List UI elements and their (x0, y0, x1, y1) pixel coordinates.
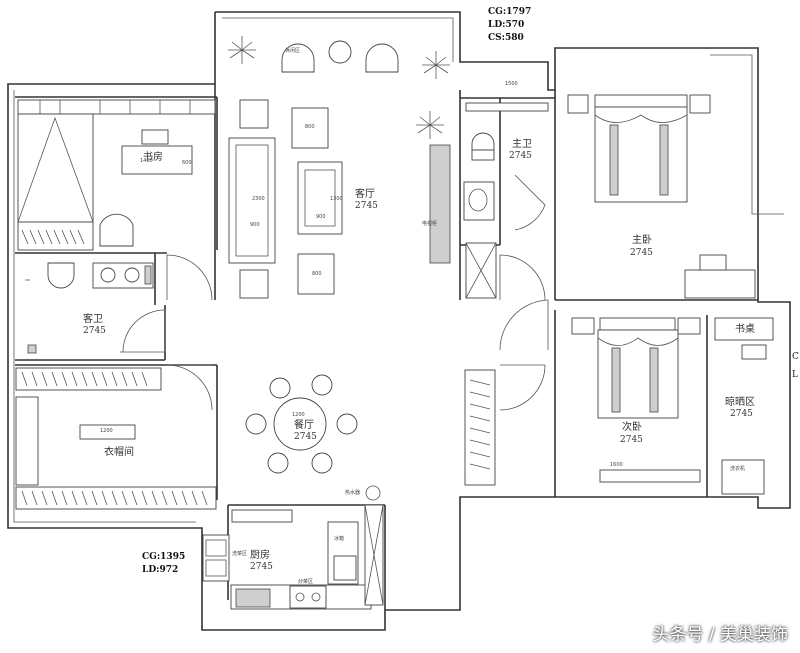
living-height: 2745 (355, 201, 378, 211)
watermark: 头条号 / 美巢装饰 (652, 625, 788, 645)
note-cs: CS:580 (488, 33, 524, 43)
guest-bath-height: 2745 (83, 326, 106, 336)
guest-bath-label: 客卫 (83, 312, 103, 325)
outer-walls (7, 11, 791, 631)
master-bed-height: 2745 (630, 248, 653, 258)
svg-text:1200: 1200 (100, 428, 113, 434)
note-cg: CG:1797 (488, 7, 532, 17)
door-swings (120, 174, 549, 411)
svg-text:1500: 1500 (505, 81, 518, 87)
interior-walls (15, 90, 758, 610)
svg-text:800: 800 (312, 271, 322, 277)
svg-text:900: 900 (316, 214, 326, 220)
note-top: CG:1797 LD:570 CS:580 (488, 6, 531, 45)
study-furniture: 1400 600 (17, 99, 216, 251)
note-ld: LD:570 (488, 20, 525, 30)
dining-furniture: 1200 热水器 (245, 374, 381, 501)
living-furniture: 800 2300 900 900 1300 800 休闲区 电视柜 (228, 36, 451, 299)
dining-height: 2745 (294, 432, 317, 442)
svg-text:电视柜: 电视柜 (422, 220, 437, 227)
master-bath-label: 主卫 (512, 138, 532, 150)
kitchen-label: 厨房 (250, 548, 270, 561)
guest-bath-fixtures (25, 262, 154, 354)
edge-letter-c: C (792, 352, 799, 362)
bay-area-height: 2745 (730, 409, 753, 419)
svg-text:600: 600 (182, 160, 192, 166)
dining-label: 餐厅 (294, 418, 314, 431)
second-bed-furniture: 洗衣机 1600 (464, 317, 774, 495)
living-label: 客厅 (355, 187, 375, 200)
note-cg-2: CG:1395 (142, 552, 186, 562)
note-bottom-left: CG:1395 LD:972 (142, 551, 185, 577)
svg-text:洗衣机: 洗衣机 (730, 465, 745, 472)
svg-text:洗菜区: 洗菜区 (232, 550, 247, 557)
master-bed-label: 主卧 (632, 233, 652, 246)
svg-text:1200: 1200 (292, 412, 305, 418)
svg-text:1600: 1600 (610, 462, 623, 468)
desk-label: 书桌 (735, 322, 755, 335)
svg-text:1400: 1400 (140, 158, 153, 164)
kitchen-height: 2745 (250, 562, 273, 572)
svg-text:2300: 2300 (252, 196, 265, 202)
svg-text:炒菜区: 炒菜区 (298, 578, 313, 585)
kitchen-fixtures: 洗菜区 炒菜区 冰箱 (202, 504, 384, 610)
closet-furniture: 1200 (15, 367, 217, 510)
svg-text:1300: 1300 (330, 196, 343, 202)
bay-area-label: 晾晒区 (725, 395, 755, 408)
svg-text:热水器: 热水器 (345, 489, 360, 496)
second-bed-label: 次卧 (622, 420, 642, 433)
master-bath-fixtures: 1500 (463, 81, 549, 299)
study-label: 书房 (143, 150, 163, 163)
note-ld-2: LD:972 (142, 565, 179, 575)
svg-text:冰箱: 冰箱 (334, 535, 344, 542)
closet-label: 衣帽间 (104, 445, 134, 458)
svg-text:休闲区: 休闲区 (285, 47, 300, 54)
svg-text:800: 800 (305, 124, 315, 130)
master-bed-furniture (567, 94, 756, 299)
svg-text:900: 900 (250, 222, 260, 228)
edge-letter-l: L (792, 370, 798, 380)
second-bed-height: 2745 (620, 435, 643, 445)
master-bath-height: 2745 (509, 151, 532, 161)
